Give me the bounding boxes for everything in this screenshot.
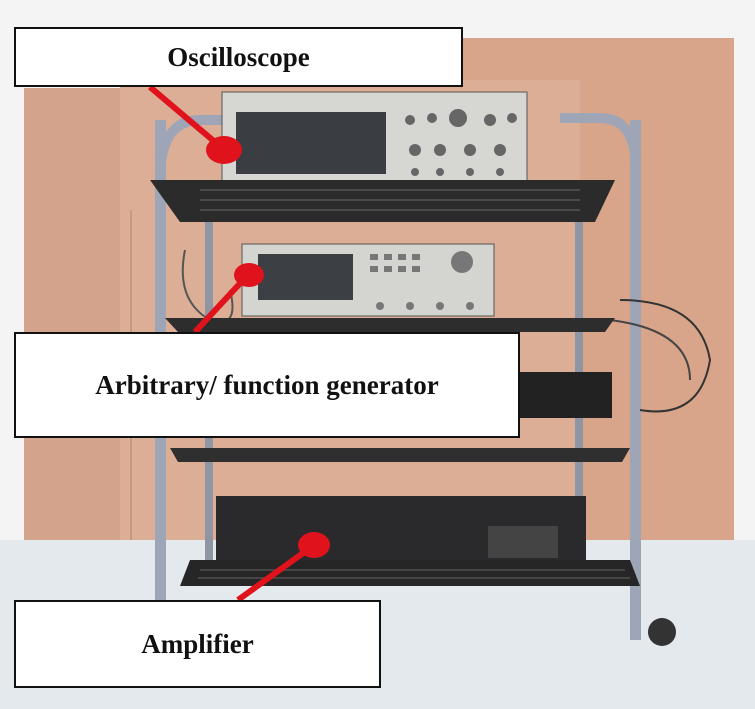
oscilloscope-screen xyxy=(236,112,386,174)
cart-handle-right xyxy=(560,113,641,171)
pointer-amplifier xyxy=(236,532,330,603)
middle-shelf xyxy=(165,318,615,332)
function-generator-buttons xyxy=(370,251,474,310)
lower-shelf xyxy=(170,448,630,462)
top-shelf-slots xyxy=(200,189,580,211)
power-supply-box xyxy=(520,372,612,418)
cart-wheel xyxy=(648,618,676,646)
cart-handle-left xyxy=(155,115,230,181)
cart-post-right-front xyxy=(630,120,641,640)
pointer-generator xyxy=(192,263,264,335)
amplifier-label: Amplifier xyxy=(14,600,381,688)
oscilloscope-knobs xyxy=(405,109,517,176)
cable-bundle-right xyxy=(619,299,712,413)
amplifier-vent xyxy=(488,526,558,558)
function-generator-label: Arbitrary/ function generator xyxy=(14,332,520,438)
function-generator-screen xyxy=(258,254,353,300)
pointer-oscilloscope xyxy=(148,84,242,164)
oscilloscope-label: Oscilloscope xyxy=(14,27,463,87)
bottom-shelf xyxy=(180,560,640,586)
cable-bundle-right-2 xyxy=(609,319,691,381)
